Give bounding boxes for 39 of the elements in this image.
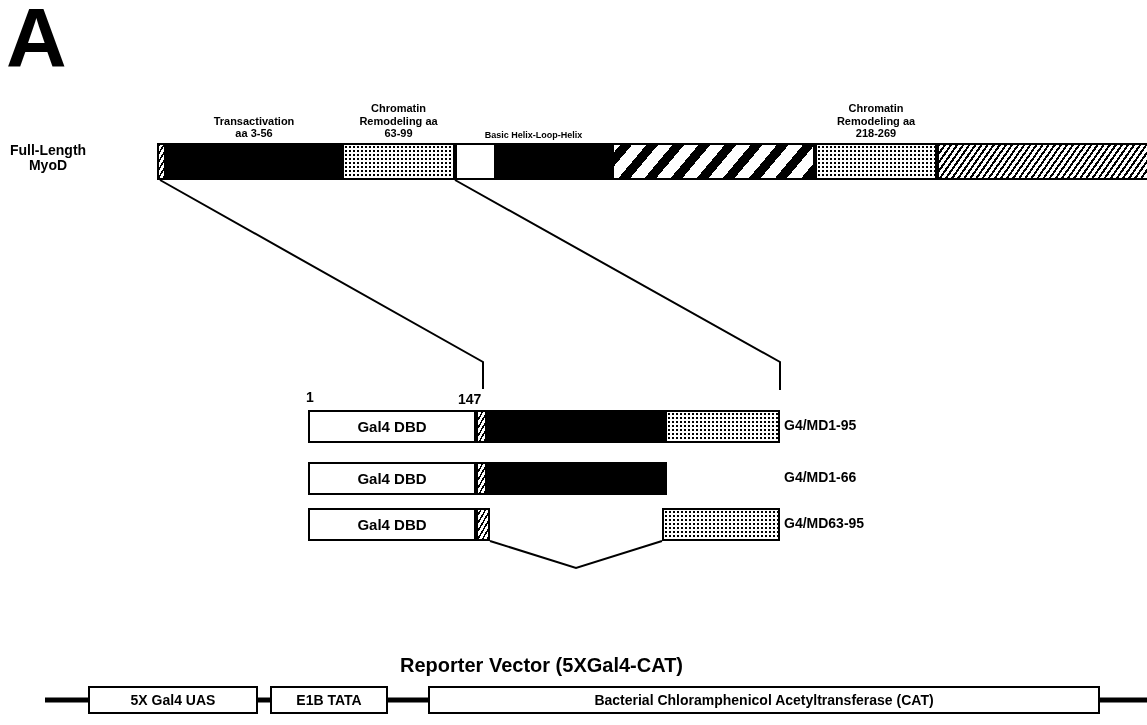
section-heading: Reporter Vector (5XGal4-CAT) xyxy=(400,654,684,676)
domain-label: Chromatin Remodeling aa 218-269 xyxy=(836,102,916,140)
gene-element-box: Gal4 DBD xyxy=(308,462,476,495)
domain-segment xyxy=(157,143,166,180)
gene-element-box: Gal4 DBD xyxy=(308,508,476,541)
connector-line xyxy=(454,179,781,391)
domain-segment xyxy=(665,410,780,443)
domain-segment xyxy=(487,462,667,495)
domain-segment xyxy=(662,508,780,541)
protein-name: Full-Length MyoD xyxy=(8,143,88,174)
dna-backbone-line xyxy=(45,697,88,703)
domain-label: Basic Helix-Loop-Helix xyxy=(483,129,584,140)
construct-name: G4/MD1-95 xyxy=(784,418,858,434)
construct-name: G4/MD63-95 xyxy=(784,516,866,532)
gene-element-box: Gal4 DBD xyxy=(308,410,476,443)
domain-segment xyxy=(342,143,455,180)
dna-backbone-line xyxy=(1100,697,1147,703)
domain-segment xyxy=(815,143,937,180)
dna-backbone-line xyxy=(258,697,270,703)
gene-element-box: 5X Gal4 UAS xyxy=(88,686,258,714)
domain-segment xyxy=(476,508,490,541)
panel-letter: A xyxy=(6,0,68,85)
domain-segment xyxy=(612,143,815,180)
domain-segment xyxy=(487,410,665,443)
gene-element-box: E1B TATA xyxy=(270,686,388,714)
dna-backbone-line xyxy=(388,697,428,703)
domain-label: Chromatin Remodeling aa 63-99 xyxy=(358,102,439,140)
domain-segment xyxy=(476,462,487,495)
domain-segment xyxy=(455,143,612,180)
domain-segment xyxy=(937,143,1147,180)
domain-segment xyxy=(166,143,342,180)
position-number: 147 xyxy=(458,391,492,408)
connector-line xyxy=(159,179,484,390)
gene-element-box: Bacterial Chloramphenicol Acetyltransferase (CAT) xyxy=(428,686,1100,714)
position-number: 1 xyxy=(306,390,315,406)
construct-name: G4/MD1-66 xyxy=(784,470,857,486)
domain-label: Transactivation aa 3-56 xyxy=(212,114,296,140)
domain-segment xyxy=(476,410,487,443)
connector-line xyxy=(489,540,663,570)
